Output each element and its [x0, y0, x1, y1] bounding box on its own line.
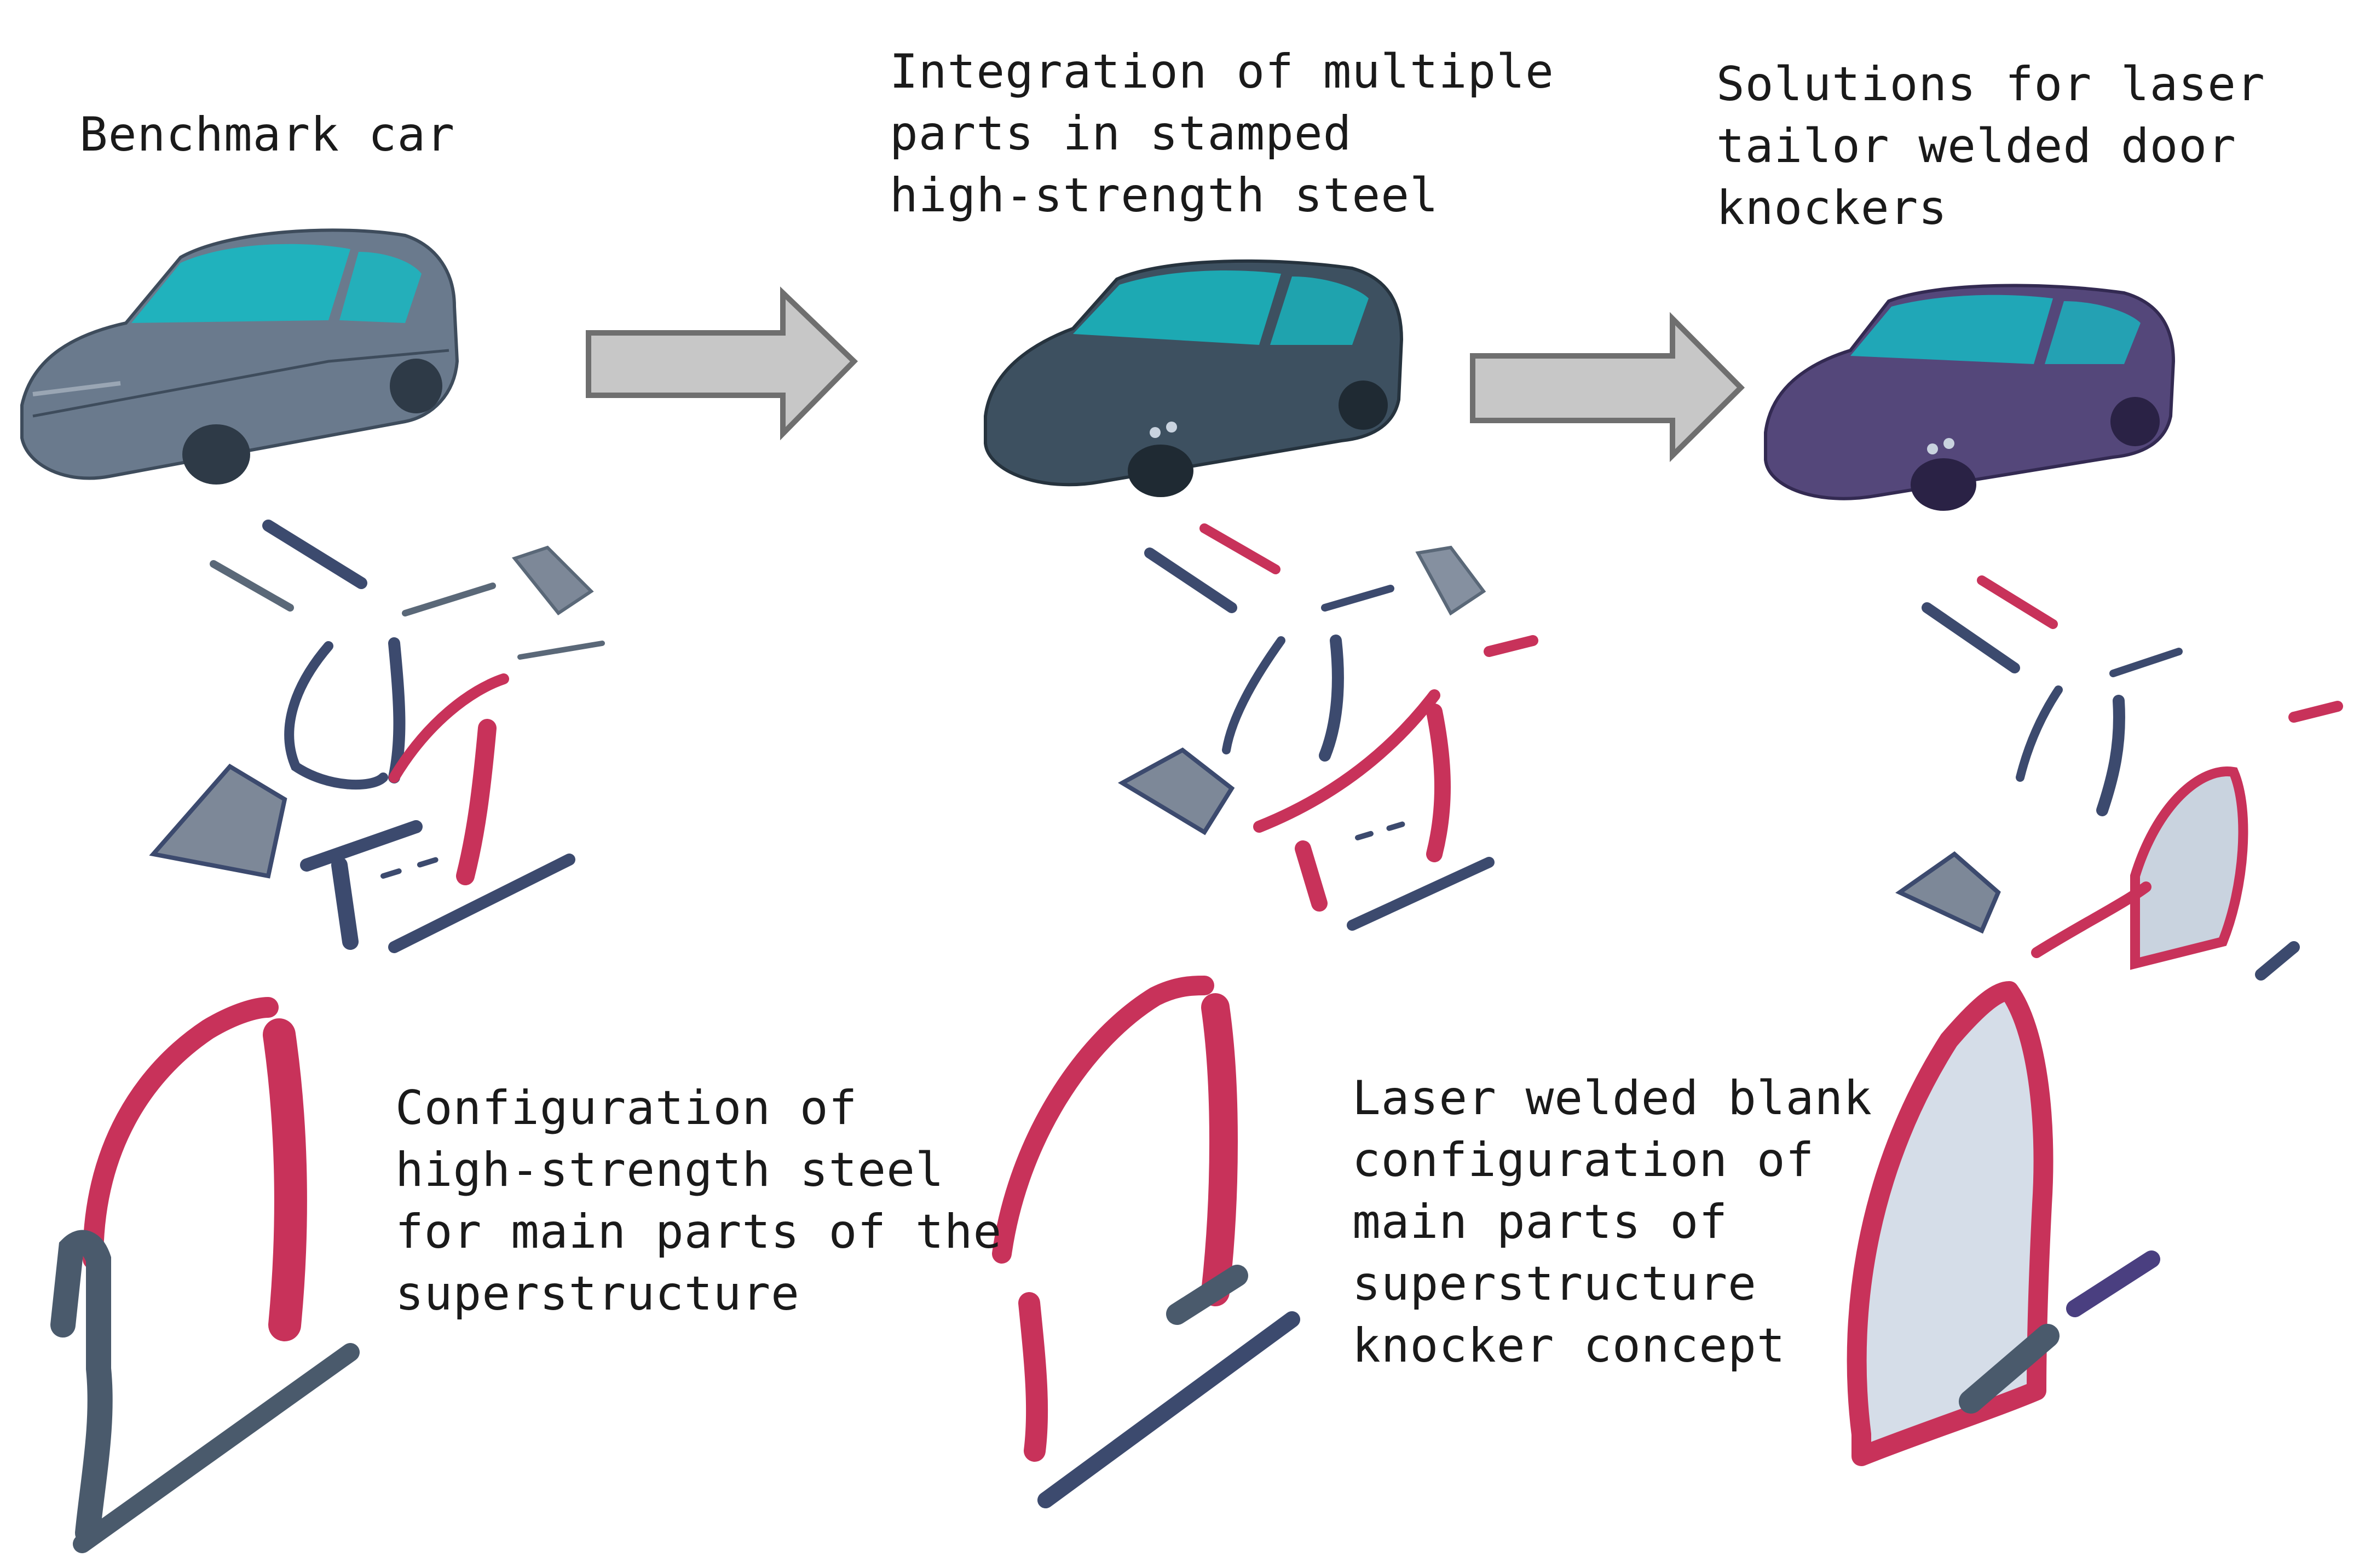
caption-line: knocker concept — [1352, 1318, 1786, 1373]
caption-line: tailor welded door — [1716, 119, 2236, 174]
arrow-right-icon — [1470, 312, 1745, 463]
car-icon — [1764, 284, 2176, 511]
caption-line: Configuration of — [395, 1081, 858, 1135]
caption-integration: Integration of multiple parts in stamped… — [890, 41, 1554, 227]
caption-line: for main parts of the — [395, 1204, 1002, 1259]
flow-arrow-2 — [1470, 312, 1745, 463]
caption-line: Integration of multiple — [890, 44, 1554, 99]
side-frame-benchmark — [50, 997, 360, 1553]
exploded-structure-stamped — [1117, 523, 1538, 931]
caption-line: configuration of — [1352, 1133, 1815, 1187]
caption-line: Benchmark car — [79, 107, 455, 162]
caption-solutions: Solutions for laser tailor welded door k… — [1716, 54, 2265, 239]
car-icon — [20, 228, 459, 485]
benchmark-car — [20, 228, 459, 485]
exploded-structure-benchmark — [149, 520, 605, 953]
side-frame-laser — [1847, 981, 2160, 1466]
car-icon — [984, 259, 1404, 497]
caption-line: high-strength steel — [395, 1143, 944, 1197]
stamped-car — [984, 259, 1404, 497]
caption-line: Solutions for laser — [1716, 57, 2265, 112]
caption-configuration-hss: Configuration of high-strength steel for… — [395, 1077, 1002, 1325]
caption-line: high-strength steel — [890, 168, 1439, 223]
exploded-structure-laser — [1895, 575, 2343, 981]
laser-car — [1764, 284, 2176, 511]
flow-arrow-1 — [586, 286, 858, 441]
caption-benchmark: Benchmark car — [79, 104, 455, 166]
caption-laser-blank: Laser welded blank configuration of main… — [1352, 1068, 1872, 1377]
side-frame-stamped — [992, 976, 1300, 1508]
caption-line: Laser welded blank — [1352, 1071, 1872, 1126]
caption-line: main parts of — [1352, 1195, 1728, 1249]
caption-line: knockers — [1716, 181, 1948, 235]
caption-line: superstructure — [395, 1266, 800, 1321]
caption-line: superstructure — [1352, 1256, 1757, 1311]
caption-line: parts in stamped — [890, 106, 1352, 161]
arrow-right-icon — [586, 286, 858, 441]
